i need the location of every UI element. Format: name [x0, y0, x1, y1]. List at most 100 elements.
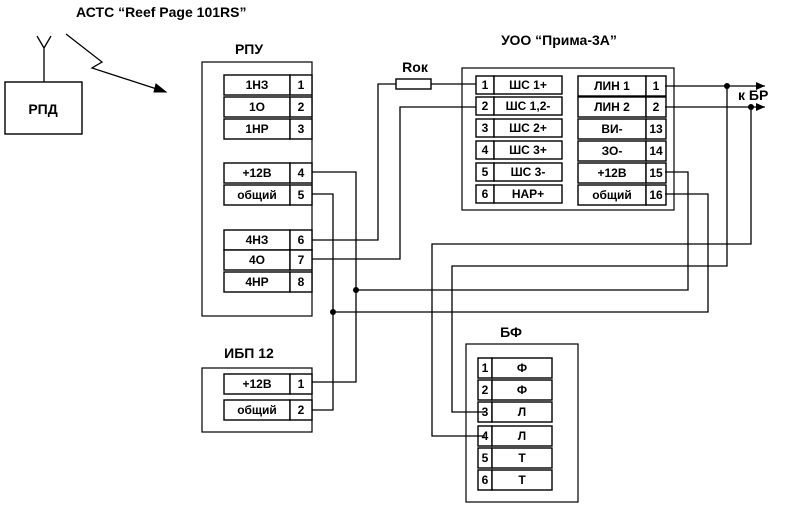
ibp-terminal-label: +12В — [242, 377, 271, 391]
uoo-right-terminal-num-cell — [645, 184, 667, 206]
uoo-right-terminal-num: 1 — [653, 79, 660, 93]
rpu-terminal-label: общий — [237, 188, 277, 202]
uoo-right-terminal-label: ЗО- — [602, 144, 623, 158]
uoo-left-terminal-num: 6 — [482, 187, 489, 201]
uoo-right-terminal-label: общий — [592, 188, 632, 202]
rpu-terminal-num-cell — [289, 96, 313, 118]
wire-lin1-bf3 — [451, 86, 728, 413]
ibp-terminal-num: 1 — [298, 377, 305, 391]
antenna-icon — [36, 35, 52, 82]
uoo-left-terminal-num: 4 — [482, 143, 489, 157]
wires — [312, 82, 765, 437]
junction-common — [330, 309, 336, 315]
junction-plus12 — [353, 287, 359, 293]
rpu-terminal-num: 4 — [298, 166, 305, 180]
rpu-terminal-label: 4НЗ — [246, 233, 269, 247]
rpu-terminal-num-cell — [289, 162, 313, 184]
uoo-left-terminal-row: 2 ШС 1,2- — [475, 96, 563, 116]
uoo-left-terminal-label: ШС 2+ — [509, 121, 547, 135]
bf-title: БФ — [500, 324, 522, 340]
uoo-frame — [461, 67, 675, 211]
ibp-terminal-num-cell — [289, 373, 313, 395]
uoo-right-terminal-num: 16 — [649, 188, 663, 202]
uoo-left-terminal-num: 2 — [482, 99, 489, 113]
junction-lin2 — [748, 104, 754, 110]
wire-rpu6-resistor — [312, 83, 396, 241]
bf-terminal-num: 3 — [482, 405, 489, 419]
uoo-right-terminal-num-cell — [645, 162, 667, 184]
uoo-left-terminal-label-cell — [493, 184, 563, 204]
rpu-terminal-label: +12В — [242, 166, 271, 180]
system-title: АСТС “Reef Page 101RS” — [76, 4, 246, 20]
resistor-body — [395, 78, 432, 90]
rpu-title: РПУ — [235, 41, 263, 57]
bf-terminal-num: 1 — [482, 361, 489, 375]
wire-uoo16-bus — [312, 193, 709, 313]
uoo-left-terminal-label-cell — [493, 140, 563, 160]
uoo-right-terminal-label: +12В — [597, 166, 626, 180]
ibp-title: ИБП 12 — [224, 345, 274, 361]
bf-terminal-label-cell — [491, 447, 553, 469]
uoo-left-terminal-row: 3 ШС 2+ — [475, 118, 563, 138]
to-br-label: к БР — [738, 87, 768, 103]
uoo-left-terminal-num: 3 — [482, 121, 489, 135]
uoo-left-terminal-label-cell — [493, 162, 563, 182]
bf-terminal-label: Ф — [517, 383, 527, 397]
bf-terminal-num: 2 — [482, 383, 489, 397]
rpu-terminal-label: 4О — [249, 253, 265, 267]
wire-rpu7-shs12 — [312, 106, 476, 260]
rpu-terminal-row: 4НЗ 6 — [223, 229, 313, 251]
wire-bus-ibp1 — [312, 290, 357, 383]
uoo-right-terminal-num: 2 — [653, 100, 660, 114]
uoo-left-terminal-label: ШС 1,2- — [506, 99, 551, 113]
bf-terminal-label-cell — [491, 425, 553, 447]
uoo-left-terminal-label: ШС 3- — [511, 165, 546, 179]
rpu-terminal-label: 1НР — [245, 122, 268, 136]
junction-lin1 — [724, 83, 730, 89]
bf-terminal-label-cell — [491, 401, 553, 423]
uoo-left-terminal-label: НАР+ — [512, 187, 544, 201]
rpu-terminal-row: +12В 4 — [223, 162, 313, 184]
bf-terminal-num: 5 — [482, 451, 489, 465]
uoo-title: УОО “Прима-3А” — [501, 32, 617, 48]
bf-terminal-label: Т — [518, 473, 526, 487]
uoo-left-terminal-num: 5 — [482, 165, 489, 179]
uoo-right-terminal-row: ЗО-14 — [577, 140, 667, 162]
uoo-right-terminal-row: общий 16 — [577, 184, 667, 206]
ibp-terminal-row: +12В 1 — [223, 373, 313, 395]
arrow-lin2 — [756, 103, 765, 111]
uoo-left-terminal-row: 5 ШС 3- — [475, 162, 563, 182]
bf-terminal-num: 6 — [482, 473, 489, 487]
rpu-terminal-num-cell — [289, 118, 313, 140]
resistor-rok: Rок — [395, 59, 432, 90]
wire-lin2-bf4 — [431, 107, 752, 437]
rpu-terminal-num-cell — [289, 74, 313, 96]
uoo-right-terminal-num-cell — [645, 140, 667, 162]
rpu-terminal-num: 8 — [298, 275, 305, 289]
rpu-terminal-label: 1НЗ — [246, 78, 269, 92]
uoo-right-terminal-num: 13 — [649, 122, 663, 136]
rpu-terminal-num: 6 — [298, 233, 305, 247]
